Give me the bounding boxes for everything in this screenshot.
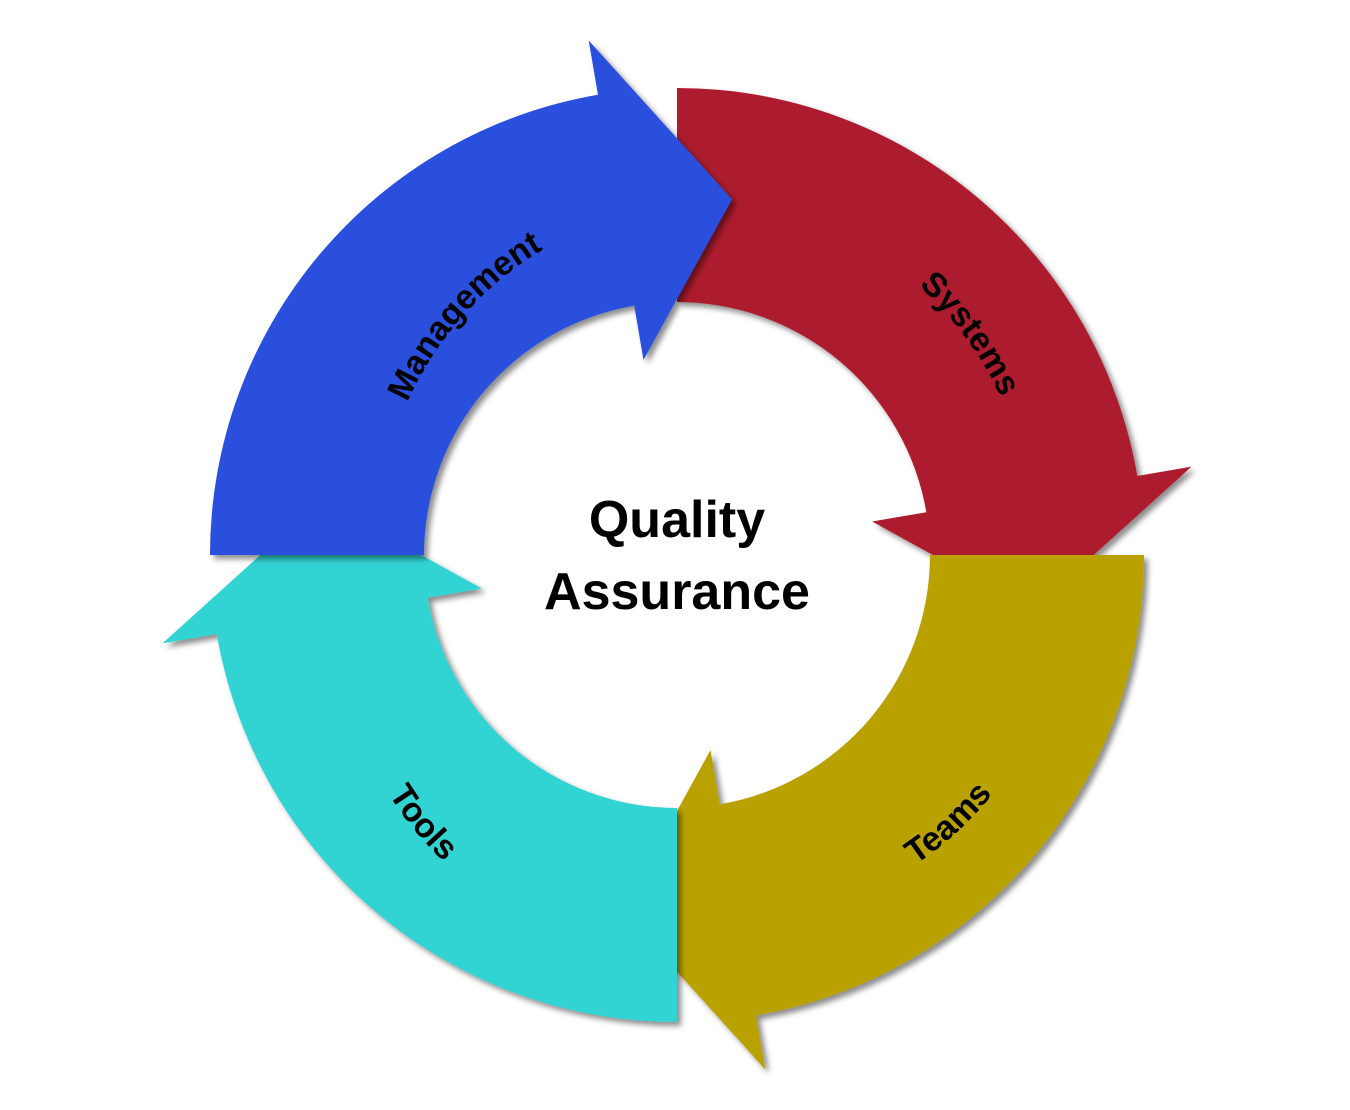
segment-tools (162, 499, 677, 1022)
center-title-line1: Quality (588, 491, 766, 549)
segment-management (210, 40, 733, 555)
center-title-line2: Assurance (544, 563, 810, 621)
segment-teams (621, 555, 1144, 1070)
segment-systems (677, 88, 1192, 611)
